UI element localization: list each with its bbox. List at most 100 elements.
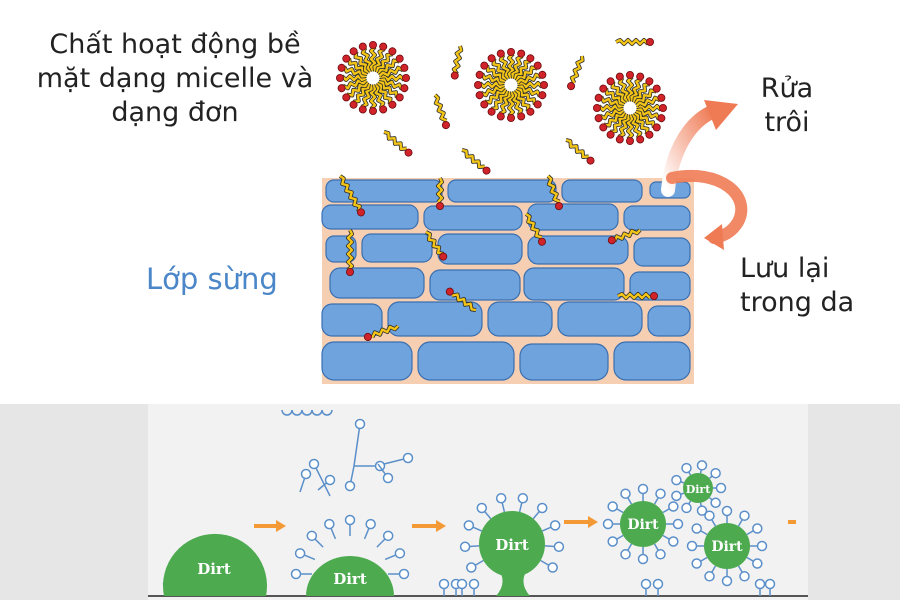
lollipop-molecule: [377, 463, 394, 484]
lollipop-molecule: [662, 534, 679, 547]
lollipop-molecule: [540, 559, 558, 573]
free-surfactant: [338, 174, 366, 217]
lollipop-molecule: [384, 548, 406, 561]
micelle-surfactant: [369, 41, 377, 72]
lollipop-molecule: [468, 578, 480, 596]
free-surfactant: [445, 287, 477, 312]
lollipop-molecule: [704, 510, 717, 527]
micelle-surfactant: [379, 77, 409, 93]
lollipop-molecule: [696, 502, 708, 516]
micelle-surfactant: [594, 93, 624, 109]
micelle-surfactant: [629, 72, 645, 102]
lollipop-molecule: [686, 540, 704, 552]
lollipop-molecule: [671, 474, 685, 486]
corneocyte-cells: [321, 179, 691, 381]
micelle-surfactant: [636, 107, 666, 123]
micelle-surfactant: [496, 91, 512, 121]
lollipop-molecule: [459, 541, 480, 552]
micelle-surfactant: [337, 63, 367, 79]
micelle-surfactant: [517, 81, 548, 89]
micelle-surfactant: [480, 88, 508, 109]
free-surfactant: [425, 230, 448, 261]
lollipop-molecule: [713, 482, 727, 494]
free-surfactant: [450, 45, 464, 80]
micelle-surfactant: [599, 84, 625, 106]
free-surfactant-molecules: [338, 38, 659, 341]
dirt-removal-panel: Dirt Dirt Dirt Dirt Dirt Dirt: [0, 404, 900, 600]
stratum-corneum-label: Lớp sừng: [146, 262, 278, 296]
micelle-surfactant: [378, 63, 409, 78]
micelle-surfactant: [633, 111, 654, 139]
micelle-surfactant: [342, 81, 370, 102]
micelle-surfactant: [516, 70, 547, 85]
micelle-surfactant: [379, 74, 410, 82]
lollipop-molecule: [721, 505, 733, 523]
surfactant-molecules: [162, 409, 776, 596]
free-surfactant: [346, 229, 354, 277]
lollipop-molecule: [306, 530, 324, 548]
free-surfactant: [615, 38, 654, 46]
lollipop-molecule: [721, 569, 733, 587]
micelle-surfactant: [507, 91, 515, 122]
lollipop-molecule: [532, 502, 548, 520]
micelle-3: [593, 71, 667, 145]
micelle-label: Chất hoạt động bề mặt dạng micelle và dạ…: [36, 29, 314, 128]
lollipop-molecule: [383, 452, 414, 465]
lollipop-molecule: [746, 556, 763, 569]
free-surfactant: [524, 212, 546, 246]
lollipop-molecule: [681, 462, 692, 476]
dirt-label-3: Dirt: [495, 536, 529, 554]
rinse-label: Rửa trôi: [760, 73, 814, 138]
micelle-clusters: [336, 41, 667, 145]
micelle-surfactant: [510, 49, 526, 79]
micelle-surfactant: [474, 81, 505, 89]
dirt-particle-1: [163, 533, 267, 596]
micelle-surfactant: [369, 84, 377, 115]
lollipop-molecule: [709, 467, 721, 479]
lollipop-molecule: [637, 483, 649, 501]
lollipop-molecule: [750, 540, 768, 552]
lollipop-molecule: [691, 523, 708, 536]
dirt-label-2: Dirt: [333, 570, 367, 588]
progress-arrow-3: [564, 516, 598, 528]
micelle-surfactant: [378, 80, 404, 102]
micelle-surfactant: [376, 81, 397, 109]
progress-arrow-1: [254, 520, 286, 532]
micelle-surfactant: [487, 90, 509, 116]
lollipop-molecule: [653, 543, 666, 560]
micelle-surfactant: [336, 74, 367, 82]
free-surfactant: [383, 130, 413, 157]
lollipop-molecule: [344, 465, 356, 492]
free-surfactant: [565, 138, 595, 165]
lollipop-molecule: [607, 534, 624, 547]
lollipop-molecule: [764, 578, 776, 596]
micelle-surfactant: [358, 42, 373, 73]
dirt-label-4: Dirt: [627, 517, 659, 533]
dirt-label-6: Dirt: [711, 539, 743, 555]
dirt-particle-6: [704, 523, 750, 569]
micelle-surfactant: [636, 104, 667, 112]
lollipop-molecule: [299, 468, 312, 493]
lollipop-molecule: [544, 541, 565, 552]
micelle-surfactant: [594, 108, 625, 123]
lollipop-molecule: [607, 501, 624, 514]
micelle-surfactant: [606, 77, 627, 105]
lollipop-molecule: [324, 518, 337, 540]
lollipop-molecule: [438, 578, 450, 596]
micelle-surfactant: [514, 88, 535, 116]
micelle-surfactant: [593, 104, 624, 112]
lollipop-molecule: [620, 488, 633, 505]
dirt-label-5: Dirt: [686, 483, 712, 496]
dirt-particle-5: [683, 473, 713, 503]
micelle-surfactant: [517, 84, 547, 100]
lollipop-molecule: [691, 556, 708, 569]
micelle-surfactant: [513, 54, 535, 80]
micelle-surfactant: [337, 78, 368, 93]
micelle-surfactant: [349, 47, 370, 75]
lollipop-molecule: [495, 493, 507, 513]
lollipop-molecule: [290, 568, 312, 580]
micelle-1: [336, 41, 410, 115]
micelle-surfactant: [375, 47, 397, 73]
lollipop-molecule: [662, 501, 679, 514]
lollipop-molecule: [653, 488, 666, 505]
